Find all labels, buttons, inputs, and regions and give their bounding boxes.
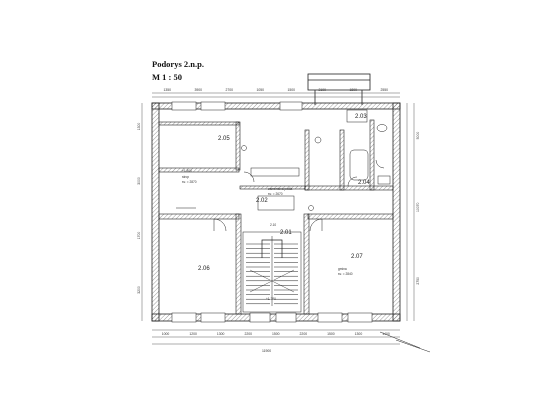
dims-bottom-label: 1500	[327, 332, 335, 336]
dimension-lines	[141, 92, 415, 345]
stair-note: 2.10	[270, 223, 276, 227]
dims-top-label: 2100	[319, 88, 327, 92]
dims-right-group: 5000 10070 2750	[416, 132, 420, 285]
interior-walls	[158, 119, 394, 315]
dims-top-label: 1050	[257, 88, 265, 92]
dims-bottom-label: 1400	[382, 332, 390, 336]
dims-bottom-label: 1000	[162, 332, 170, 336]
dims-left-label: 3200	[137, 286, 141, 294]
corner-annotation	[379, 331, 431, 353]
ceiling-label: strop	[182, 175, 189, 179]
dims-left-group: 1300 3000 1700 3200	[137, 123, 141, 294]
dims-top-label: 2550	[381, 88, 389, 92]
dims-top-label: 1800	[350, 88, 358, 92]
level-mark: +1.800	[182, 169, 192, 173]
plan-title: Podorys 2.n.p.	[152, 59, 204, 69]
room-label-203: 2.03	[355, 114, 367, 120]
room-label-201: 2.01	[280, 230, 292, 236]
dims-right-label: 2750	[416, 277, 420, 285]
room-label-202: 2.02	[256, 198, 268, 204]
dims-bottom-group: 1000 1200 1300 2200 1500 2200 1500 1300 1400	[162, 332, 390, 336]
bathroom-fixtures	[314, 109, 391, 185]
dims-bottom-label: 1200	[189, 332, 197, 336]
dims-top-label: 1350	[164, 88, 172, 92]
outer-walls	[151, 102, 401, 322]
dims-bottom-label: 2200	[244, 332, 252, 336]
room-label-207: 2.07	[351, 254, 363, 260]
dims-bottom-label: 2200	[300, 332, 308, 336]
stair-level-mark: +1.280	[266, 297, 276, 301]
corridor-value: sv. = 2670	[268, 192, 283, 196]
floor-label: gmina	[338, 267, 347, 271]
room-label-205: 2.05	[218, 136, 230, 142]
floor-value: sv. = 2840	[338, 272, 353, 276]
windows	[171, 101, 373, 323]
dims-bottom-label: 1300	[355, 332, 363, 336]
dims-top-label: 2700	[226, 88, 234, 92]
balcony-annex	[307, 73, 371, 105]
dims-top-label: 3900	[195, 88, 203, 92]
corridor-marks	[176, 145, 314, 211]
dims-top-group: 1350 3900 2700 1050 1500 2100 1800 2550	[164, 88, 389, 92]
dims-right-label: 10070	[416, 202, 420, 212]
dims-bottom-label: 1300	[217, 332, 225, 336]
room-label-204: 2.04	[358, 180, 370, 186]
dims-top-label: 1500	[288, 88, 296, 92]
room-label-206: 2.06	[198, 266, 210, 272]
stairwell	[242, 231, 302, 313]
dims-left-label: 1300	[137, 123, 141, 131]
dims-bottom-label: 1500	[272, 332, 280, 336]
dims-right-label: 5000	[416, 132, 420, 140]
dims-left-label: 1700	[137, 232, 141, 240]
plan-scale: M 1 : 50	[152, 72, 182, 82]
dims-left-label: 3000	[137, 177, 141, 185]
corridor-label: zamentová podla	[268, 187, 293, 191]
ceiling-value: sv. = 2870	[182, 180, 197, 184]
dim-total: 11900	[262, 349, 271, 353]
